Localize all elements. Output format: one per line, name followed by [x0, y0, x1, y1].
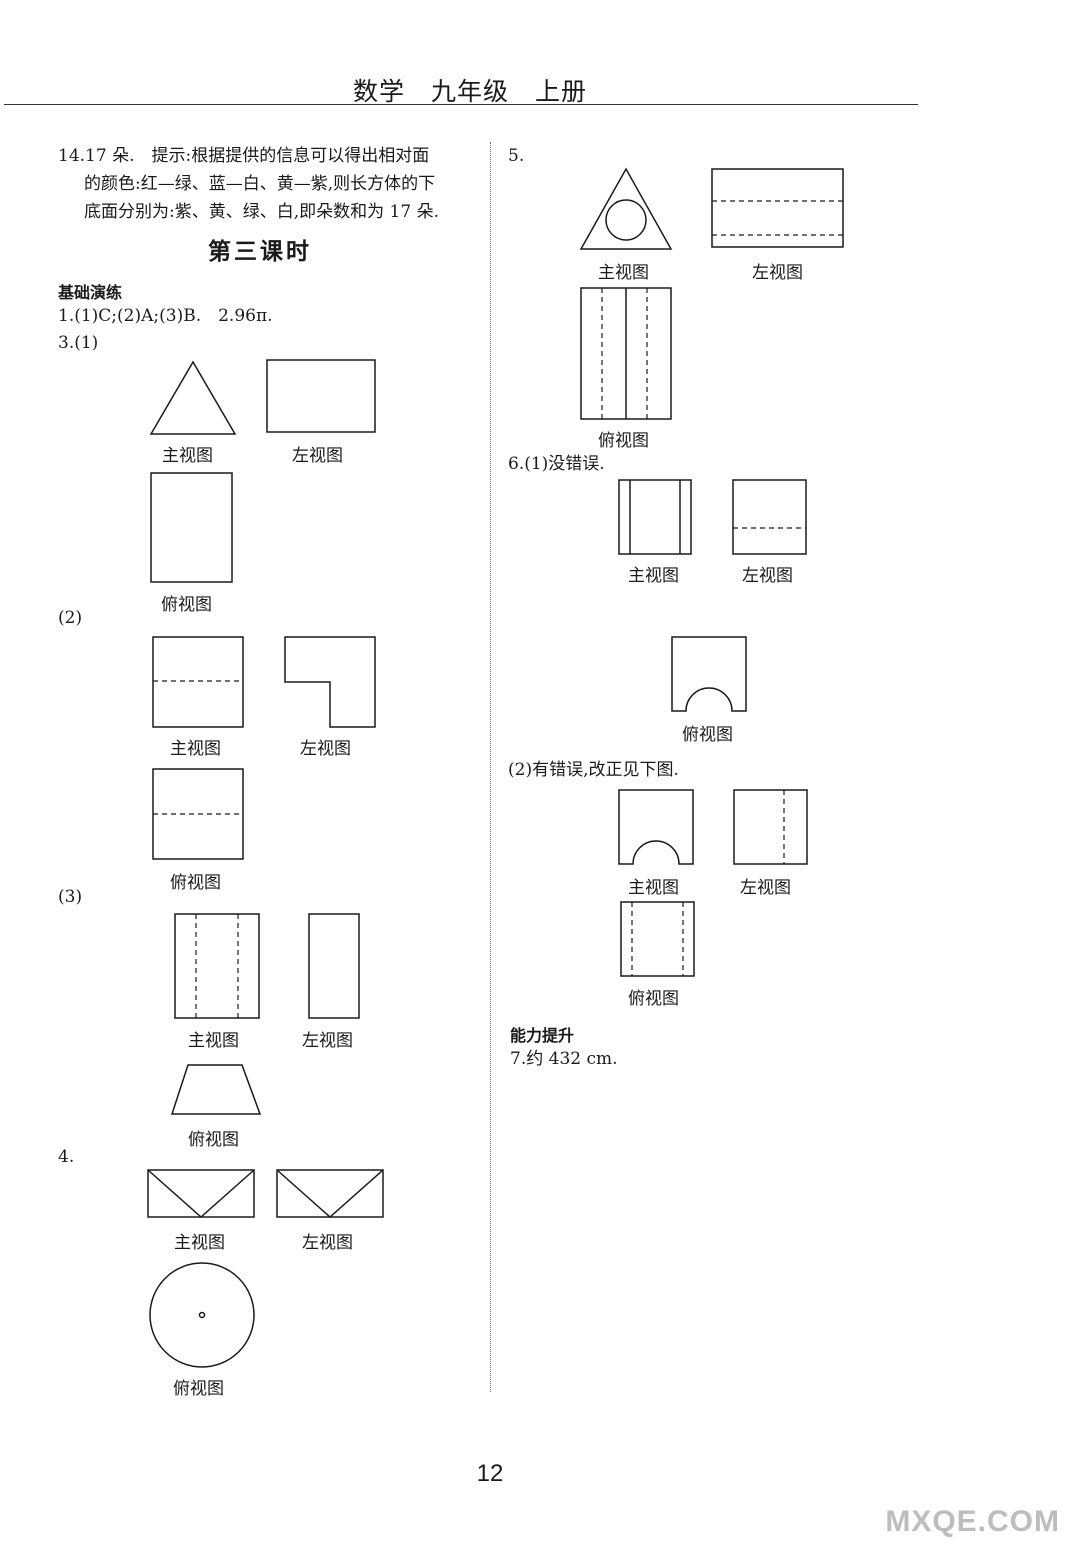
q6-2-left-view — [733, 789, 808, 865]
q4-top-caption: 俯视图 — [173, 1379, 224, 1399]
q5-left-view — [711, 168, 844, 248]
q3-3-left-caption: 左视图 — [302, 1031, 353, 1051]
q3-1-top-caption: 俯视图 — [161, 595, 212, 615]
q3-3-front-view — [174, 913, 260, 1019]
q3-3-top-view-trapezoid — [170, 1064, 262, 1115]
q3-1-front-caption: 主视图 — [162, 446, 213, 466]
q5-left-caption: 左视图 — [752, 263, 803, 283]
header-rule — [4, 104, 918, 105]
q14-line-2: 的颜色:红—绿、蓝—白、黄—紫,则长方体的下 — [84, 174, 436, 194]
q3-2-front-view — [152, 636, 244, 728]
q6-1-label: 6.(1)没错误. — [508, 454, 605, 474]
q4-label: 4. — [58, 1147, 75, 1167]
q3-2-left-view-l-shape — [284, 636, 376, 728]
q6-1-top-caption: 俯视图 — [682, 725, 733, 745]
q3-2-label: (2) — [58, 608, 83, 628]
q6-1-top-view-arch — [671, 636, 747, 712]
q5-top-view — [580, 287, 672, 420]
q5-front-view-triangle-circle — [579, 167, 673, 250]
q6-2-front-view-arch — [618, 789, 694, 865]
basic-practice-heading: 基础演练 — [58, 283, 123, 302]
q6-1-front-caption: 主视图 — [628, 566, 679, 586]
q5-top-caption: 俯视图 — [598, 431, 649, 451]
q14-line-3: 底面分别为:紫、黄、绿、白,即朵数和为 17 朵. — [84, 202, 439, 222]
page-number: 12 — [476, 1460, 504, 1487]
q3-1-top-view-rect — [150, 472, 233, 583]
q6-2-top-view — [620, 901, 695, 977]
q6-1-front-view — [618, 479, 692, 555]
q3-2-front-caption: 主视图 — [170, 739, 221, 759]
q14-line-1: 14.17 朵. 提示:根据提供的信息可以得出相对面 — [58, 146, 430, 166]
q4-left-caption: 左视图 — [302, 1233, 353, 1253]
q4-front-view — [147, 1169, 255, 1219]
watermark-logo: MXQE.COM — [885, 1505, 1060, 1538]
q3-1-left-view-rect — [266, 359, 376, 433]
q3-3-label: (3) — [58, 887, 83, 907]
q4-top-view-circle — [149, 1262, 255, 1368]
ability-heading: 能力提升 — [510, 1026, 575, 1045]
q3-1-front-view-triangle — [149, 360, 237, 435]
q6-2-label: (2)有错误,改正见下图. — [508, 760, 679, 780]
q6-2-top-caption: 俯视图 — [628, 989, 679, 1009]
page-header-title: 数学 九年级 上册 — [352, 77, 587, 106]
q3-2-left-caption: 左视图 — [300, 739, 351, 759]
q3-3-front-caption: 主视图 — [188, 1031, 239, 1051]
q7-answer: 7.约 432 cm. — [510, 1049, 618, 1069]
section-title: 第三课时 — [208, 238, 312, 265]
q4-left-view — [276, 1169, 384, 1219]
q3-2-top-caption: 俯视图 — [170, 873, 221, 893]
q6-2-front-caption: 主视图 — [628, 878, 679, 898]
q6-1-left-view — [732, 479, 807, 555]
q6-2-left-caption: 左视图 — [740, 878, 791, 898]
q5-label: 5. — [508, 146, 525, 166]
q6-1-left-caption: 左视图 — [742, 566, 793, 586]
q3-1-left-caption: 左视图 — [292, 446, 343, 466]
q5-front-caption: 主视图 — [598, 263, 649, 283]
q3-3-top-caption: 俯视图 — [188, 1130, 239, 1150]
q3-3-left-view — [308, 913, 360, 1019]
q3-label: 3.(1) — [58, 333, 99, 353]
q1-q2-answers: 1.(1)C;(2)A;(3)B. 2.96π. — [58, 306, 273, 326]
column-separator — [490, 142, 491, 1392]
q3-2-top-view — [152, 768, 244, 860]
q4-front-caption: 主视图 — [174, 1233, 225, 1253]
